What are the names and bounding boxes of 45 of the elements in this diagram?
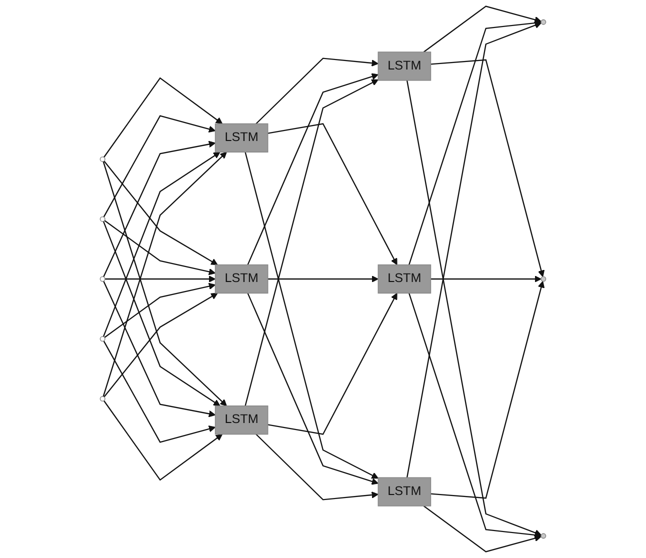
node-circle [540,19,546,25]
arrow [104,292,218,398]
node-circle [540,276,546,282]
node-circle [100,396,106,402]
node-box: LSTM [214,123,268,152]
arrow [103,77,223,158]
arrow [247,292,378,485]
node-box: LSTM [378,264,432,294]
node-circle [100,336,106,342]
arrow [256,58,378,124]
arrow [244,152,378,479]
node-box: LSTM [214,264,268,294]
node-circle [100,216,106,222]
arrow [408,20,542,265]
arrow [247,73,378,266]
arrow [268,276,378,282]
arrow [423,6,542,52]
node-circle [540,533,546,539]
arrow [430,280,545,499]
arrow [423,506,542,552]
arrow [102,152,220,337]
arrow [104,276,216,282]
arrow [104,282,216,338]
arrow [104,220,216,276]
arrow [103,340,216,443]
node-box: LSTM [378,477,432,506]
arrow [406,80,542,536]
arrow [268,123,398,266]
node-box: LSTM [378,52,432,81]
arrow [103,280,216,418]
node-box: LSTM [214,406,268,435]
arrow [408,293,542,538]
arrow [268,292,398,435]
arrow [103,140,216,278]
arrow [430,276,542,282]
arrow [104,160,218,266]
arrow [430,59,545,278]
arrow [102,221,220,406]
arrow [406,22,542,478]
arrow [256,434,378,500]
node-circle [100,156,106,162]
arrow [244,79,378,406]
arrow [103,400,223,481]
arrow [103,115,216,218]
node-circle [100,276,106,282]
